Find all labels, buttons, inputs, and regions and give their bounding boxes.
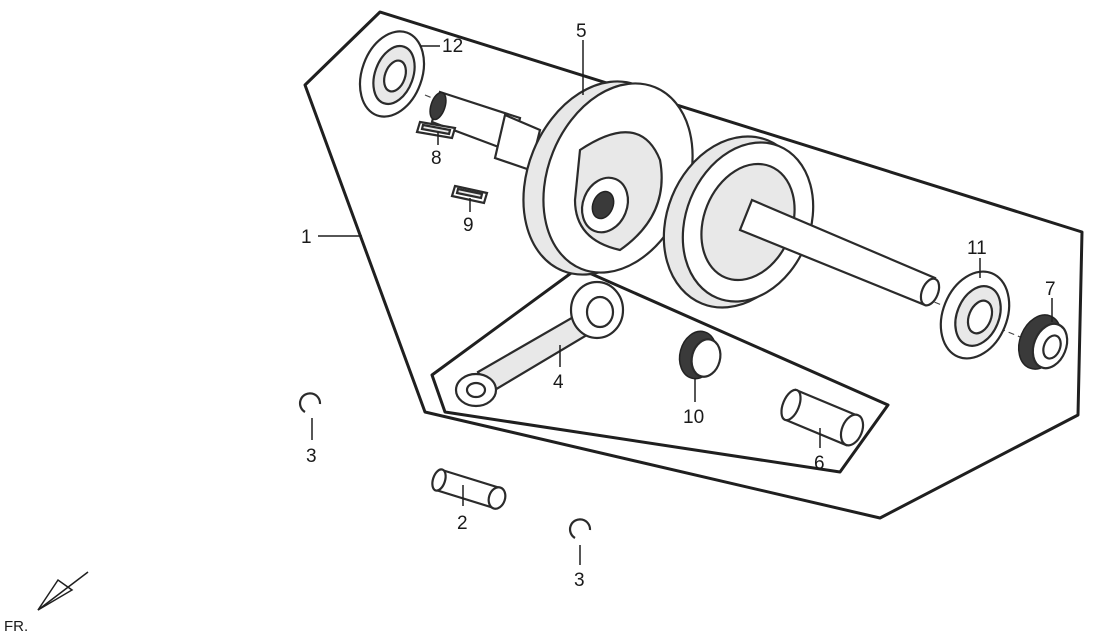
callout-2: 2 <box>457 513 468 534</box>
bearing-11 <box>939 270 1011 360</box>
callout-6: 6 <box>814 453 825 474</box>
callout-3-left: 3 <box>306 446 317 467</box>
callout-8: 8 <box>431 148 442 169</box>
left-shaft <box>429 90 542 172</box>
bearing-12 <box>358 30 426 118</box>
needle-bearing-10 <box>678 330 722 380</box>
connecting-rod-4 <box>454 280 625 408</box>
callout-11: 11 <box>967 238 987 259</box>
crank-web-5 <box>522 80 694 276</box>
circlip-3-left <box>298 392 322 413</box>
callout-1: 1 <box>301 227 312 248</box>
connecting-rod-subassembly-outline <box>430 266 890 474</box>
circlip-3-bottom <box>568 518 592 539</box>
callout-7: 7 <box>1045 279 1056 300</box>
piston-pin-2 <box>431 468 507 510</box>
callout-9: 9 <box>463 215 474 236</box>
callout-10: 10 <box>683 407 704 428</box>
crank-pin-6 <box>780 388 865 447</box>
key-8 <box>415 120 457 140</box>
right-shaft <box>738 198 941 307</box>
callout-4: 4 <box>553 372 564 393</box>
key-9 <box>450 184 489 205</box>
callout-5: 5 <box>576 21 587 42</box>
callout-12: 12 <box>442 36 463 57</box>
leader-lines <box>311 40 1053 565</box>
crankshaft-assembly-outline <box>303 10 1084 520</box>
gear-7 <box>1017 314 1069 370</box>
callout-3-bottom: 3 <box>574 570 585 591</box>
front-direction-label: FR. <box>4 618 28 635</box>
front-direction-arrow-icon <box>37 571 89 611</box>
